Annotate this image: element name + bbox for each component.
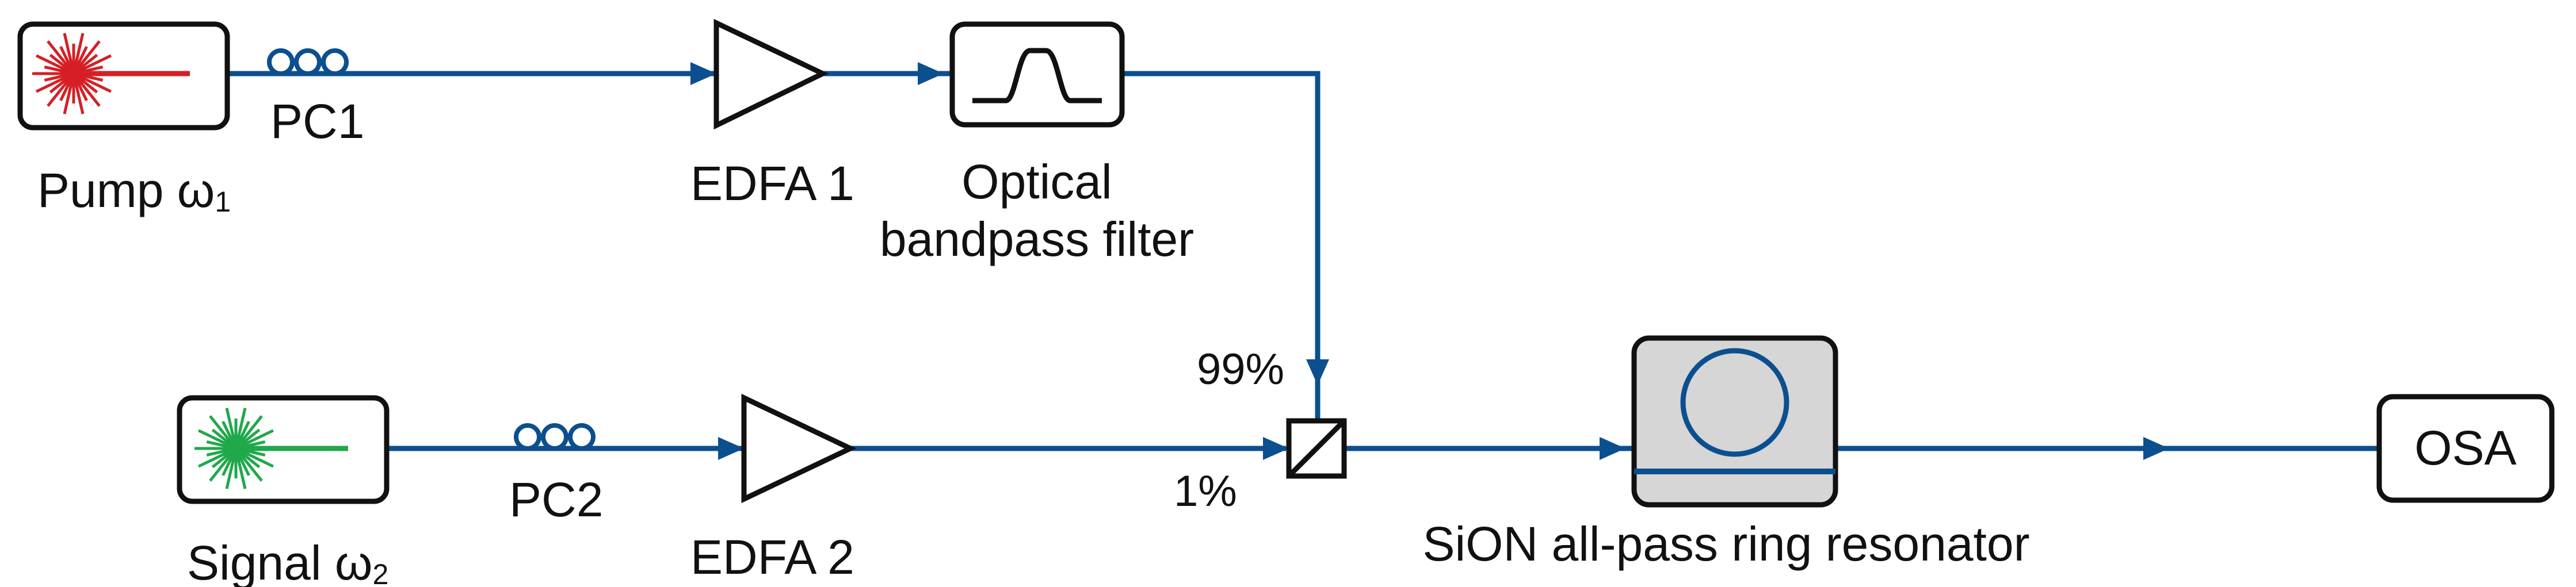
filter-label-line2: bandpass filter	[880, 212, 1194, 266]
pc2-label: PC2	[509, 473, 603, 527]
resonator-chip	[1631, 335, 1838, 508]
coupler-1-label: 1%	[1174, 467, 1237, 516]
pump-label: Pump ω1	[37, 163, 231, 218]
fiber-loops-icon	[267, 48, 349, 76]
filter-box	[949, 21, 1125, 128]
arrowheads	[690, 62, 2169, 460]
arrowhead-icon	[1263, 437, 1289, 460]
bandpass-shape-icon	[972, 48, 1102, 103]
signal-laser	[177, 395, 390, 504]
edfa2-triangle-amplifier-icon	[741, 393, 857, 504]
pc1-label: PC1	[270, 94, 364, 148]
osa: OSA	[2376, 394, 2555, 503]
arrowhead-icon	[918, 62, 944, 85]
arrowhead-icon	[718, 437, 744, 460]
beam-splitter-cube-icon	[1286, 418, 1347, 479]
filter-label-line1: Optical	[961, 155, 1112, 209]
fiber-loops-icon	[514, 423, 596, 451]
ring-resonator	[1631, 335, 1838, 508]
edfa1-triangle-amplifier-icon	[713, 18, 829, 130]
osa-label: OSA	[2414, 421, 2516, 475]
pump-label-main: Pump ω	[37, 163, 215, 217]
signal-label-main: Signal ω	[187, 536, 372, 587]
arrowhead-icon	[2143, 437, 2169, 460]
osa-box	[2376, 394, 2555, 503]
coupler-99-label: 99%	[1197, 345, 1284, 394]
fiber-paths	[227, 71, 2379, 451]
arrowhead-icon	[690, 62, 716, 85]
pump-label-subscript: 1	[215, 186, 231, 218]
arrowhead-icon	[1600, 437, 1625, 460]
arrowhead-icon	[1306, 359, 1329, 385]
signal-label-subscript: 2	[372, 558, 388, 587]
edfa2-label: EDFA 2	[690, 530, 854, 584]
filter-to-coupler-fiber	[1122, 71, 1321, 431]
laser-starburst-icon	[32, 33, 115, 114]
signal-label: Signal ω2	[187, 536, 388, 587]
pump-laser	[17, 21, 230, 131]
ring-resonator-icon	[1680, 348, 1789, 457]
edfa1-label: EDFA 1	[690, 156, 854, 210]
bandpass-filter	[949, 21, 1125, 128]
resonator-label: SiON all-pass ring resonator	[1422, 517, 2029, 571]
